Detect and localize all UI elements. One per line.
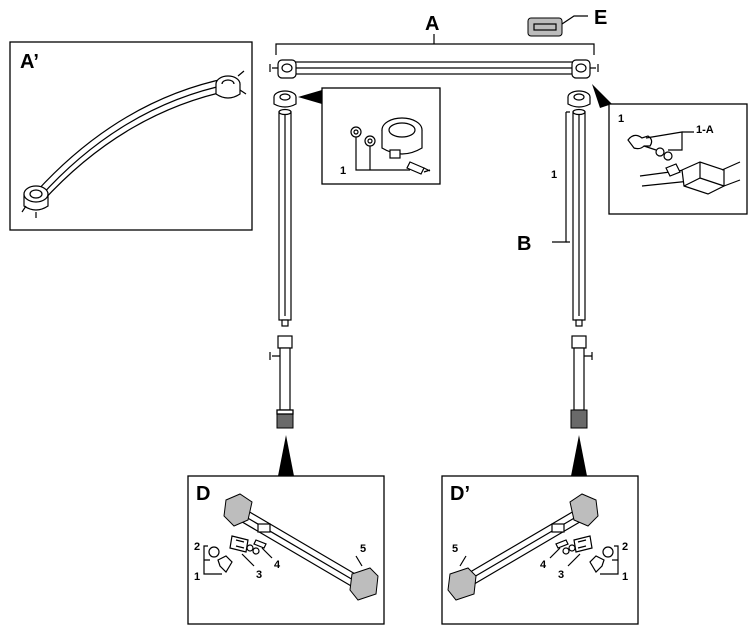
d-part5-label: 5 (360, 543, 366, 555)
label-a-prime: A’ (20, 51, 39, 73)
foot-cap-back-icon (223, 493, 253, 527)
dp-part2-label: 2 (622, 541, 628, 553)
detail-part1-label: 1 (618, 113, 624, 125)
crossbar-right-clamp-icon (571, 59, 599, 79)
detail-part1a-label: 1-A (696, 124, 714, 136)
inset-d-prime: D’ 2 1 3 4 5 (441, 475, 639, 625)
inset-d: D 2 1 3 4 5 (187, 475, 385, 625)
pointer-knob-icon (592, 84, 612, 108)
d-part4-label: 4 (274, 559, 281, 571)
crossbar-a: A (269, 13, 599, 79)
foot-cap-front-left-icon (447, 567, 477, 601)
inset-a-prime: A’ (9, 41, 253, 231)
part-e: E (527, 7, 607, 37)
b-part1-label: 1 (551, 169, 557, 181)
tube-clamp-icon (665, 161, 741, 195)
pointer-d-icon (278, 435, 294, 476)
d-part3-label: 3 (256, 569, 262, 581)
foot-cap-back-right-icon (569, 493, 599, 527)
dp-slot-icon (551, 523, 565, 533)
dp-part3-label: 3 (558, 569, 564, 581)
inset-knob-detail: 1 1-A (592, 84, 748, 215)
label-b: B (517, 233, 531, 255)
c-part1-label: 1 (340, 165, 346, 177)
inset-c: C 1 (298, 87, 441, 185)
callout-b: 1 B (517, 111, 570, 255)
dp-knob-icon (602, 546, 614, 558)
d-part2-label: 2 (194, 541, 200, 553)
foot-cap-front-icon (349, 567, 379, 601)
label-a: A (425, 13, 439, 35)
pointer-d-prime-icon (571, 435, 587, 476)
left-upright (269, 90, 297, 429)
label-d: D (196, 483, 210, 505)
d-slot-icon (257, 523, 271, 533)
label-d-prime: D’ (450, 483, 470, 505)
dp-part5-label: 5 (452, 543, 458, 555)
clamp-left-icon (21, 185, 49, 218)
collar-clamp-icon (381, 117, 423, 159)
d-part1-label: 1 (194, 571, 200, 583)
dp-part4-label: 4 (540, 559, 547, 571)
pointer-c-icon (298, 90, 322, 104)
label-e: E (594, 7, 607, 29)
clamp-right-icon (215, 70, 247, 99)
d-knob-icon (208, 546, 220, 558)
crossbar-left-clamp-icon (269, 59, 297, 79)
right-upright (567, 90, 593, 429)
dp-part1-label: 1 (622, 571, 628, 583)
t-knob-icon (627, 134, 657, 151)
